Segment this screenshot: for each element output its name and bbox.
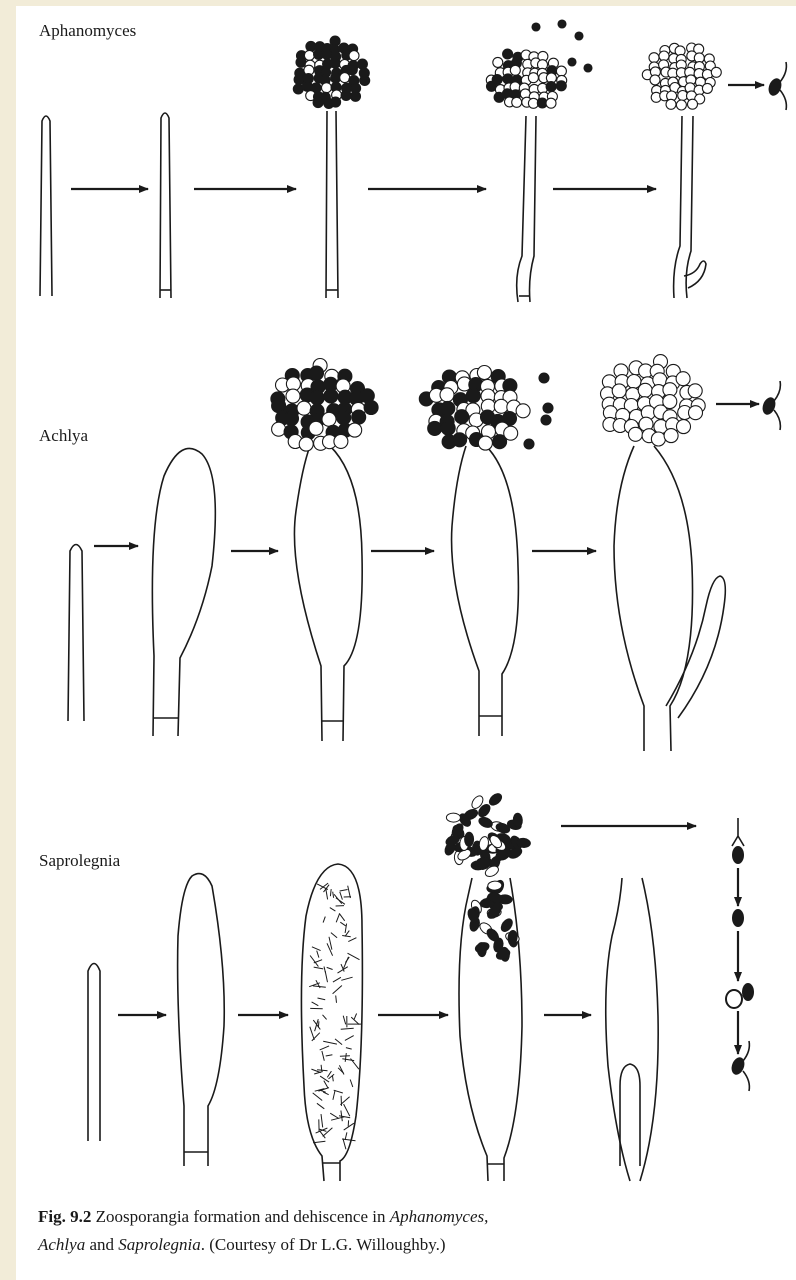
achlya-sporangium-5 <box>614 446 693 751</box>
caption-text-4: . (Courtesy of Dr L.G. Willoughby.) <box>201 1235 446 1254</box>
primary-cyst <box>732 909 744 927</box>
caption-genus-1: Aphanomyces <box>390 1207 484 1226</box>
aphanomyces-empty-cyst-cluster-5 <box>642 43 721 110</box>
aphanomyces-row <box>40 20 786 302</box>
saprolegnia-discharged-spores <box>443 791 531 878</box>
row-label-aphanomyces: Aphanomyces <box>39 21 136 41</box>
aphanomyces-spore-mass-4 <box>486 49 566 108</box>
saprolegnia-zoospore-cycle <box>726 818 754 1091</box>
row-label-achlya: Achlya <box>39 426 88 446</box>
achlya-sporangium-2 <box>152 448 215 736</box>
achlya-sporangium-4 <box>452 446 519 736</box>
figure-sheet: Aphanomyces Achlya Saprolegnia Fig. 9.2 … <box>16 6 796 1280</box>
caption-text-2: , <box>484 1207 488 1226</box>
saprolegnia-hypha-1 <box>88 964 100 1142</box>
achlya-hypha-1 <box>68 545 84 722</box>
aphanomyces-zoospore <box>766 62 786 110</box>
saprolegnia-sporangium-3 <box>301 864 362 1181</box>
achlya-sporangium-3 <box>294 446 362 741</box>
secondary-zoospore-emerging <box>742 983 754 1001</box>
zoosporangia-diagram <box>16 6 796 1196</box>
saprolegnia-proliferation-5 <box>620 1064 640 1166</box>
aphanomyces-hypha-1 <box>40 116 52 296</box>
aphanomyces-spore-mass-3 <box>293 36 369 108</box>
aphanomyces-sporangium-4 <box>517 116 536 302</box>
caption-genus-2: Achlya <box>38 1235 85 1254</box>
aphanomyces-sporangium-3 <box>326 111 338 298</box>
figure-caption: Fig. 9.2 Zoosporangia formation and dehi… <box>38 1203 778 1259</box>
saprolegnia-cleavage-lines <box>309 883 361 1149</box>
saprolegnia-sporangium-5 <box>606 878 658 1181</box>
achlya-row <box>68 355 780 751</box>
aphanomyces-hypha-2 <box>160 113 171 298</box>
row-label-saprolegnia: Saprolegnia <box>39 851 120 871</box>
achlya-zoospore <box>760 381 780 430</box>
saprolegnia-row <box>88 791 754 1181</box>
aphanomyces-sporangium-5 <box>674 116 693 298</box>
primary-zoospore-flagella <box>732 818 744 846</box>
caption-genus-3: Saprolegnia <box>118 1235 200 1254</box>
caption-text-1: Zoosporangia formation and dehiscence in <box>91 1207 389 1226</box>
achlya-empty-cyst-cluster-5 <box>601 355 706 446</box>
achlya-spore-mass-4 <box>419 366 530 451</box>
primary-zoospore <box>732 846 744 864</box>
saprolegnia-sporangium-2 <box>178 874 225 1166</box>
caption-fig-number: Fig. 9.2 <box>38 1207 91 1226</box>
achlya-spore-mass-3 <box>271 359 378 452</box>
caption-text-3: and <box>85 1235 118 1254</box>
germinating-cyst <box>726 990 742 1008</box>
